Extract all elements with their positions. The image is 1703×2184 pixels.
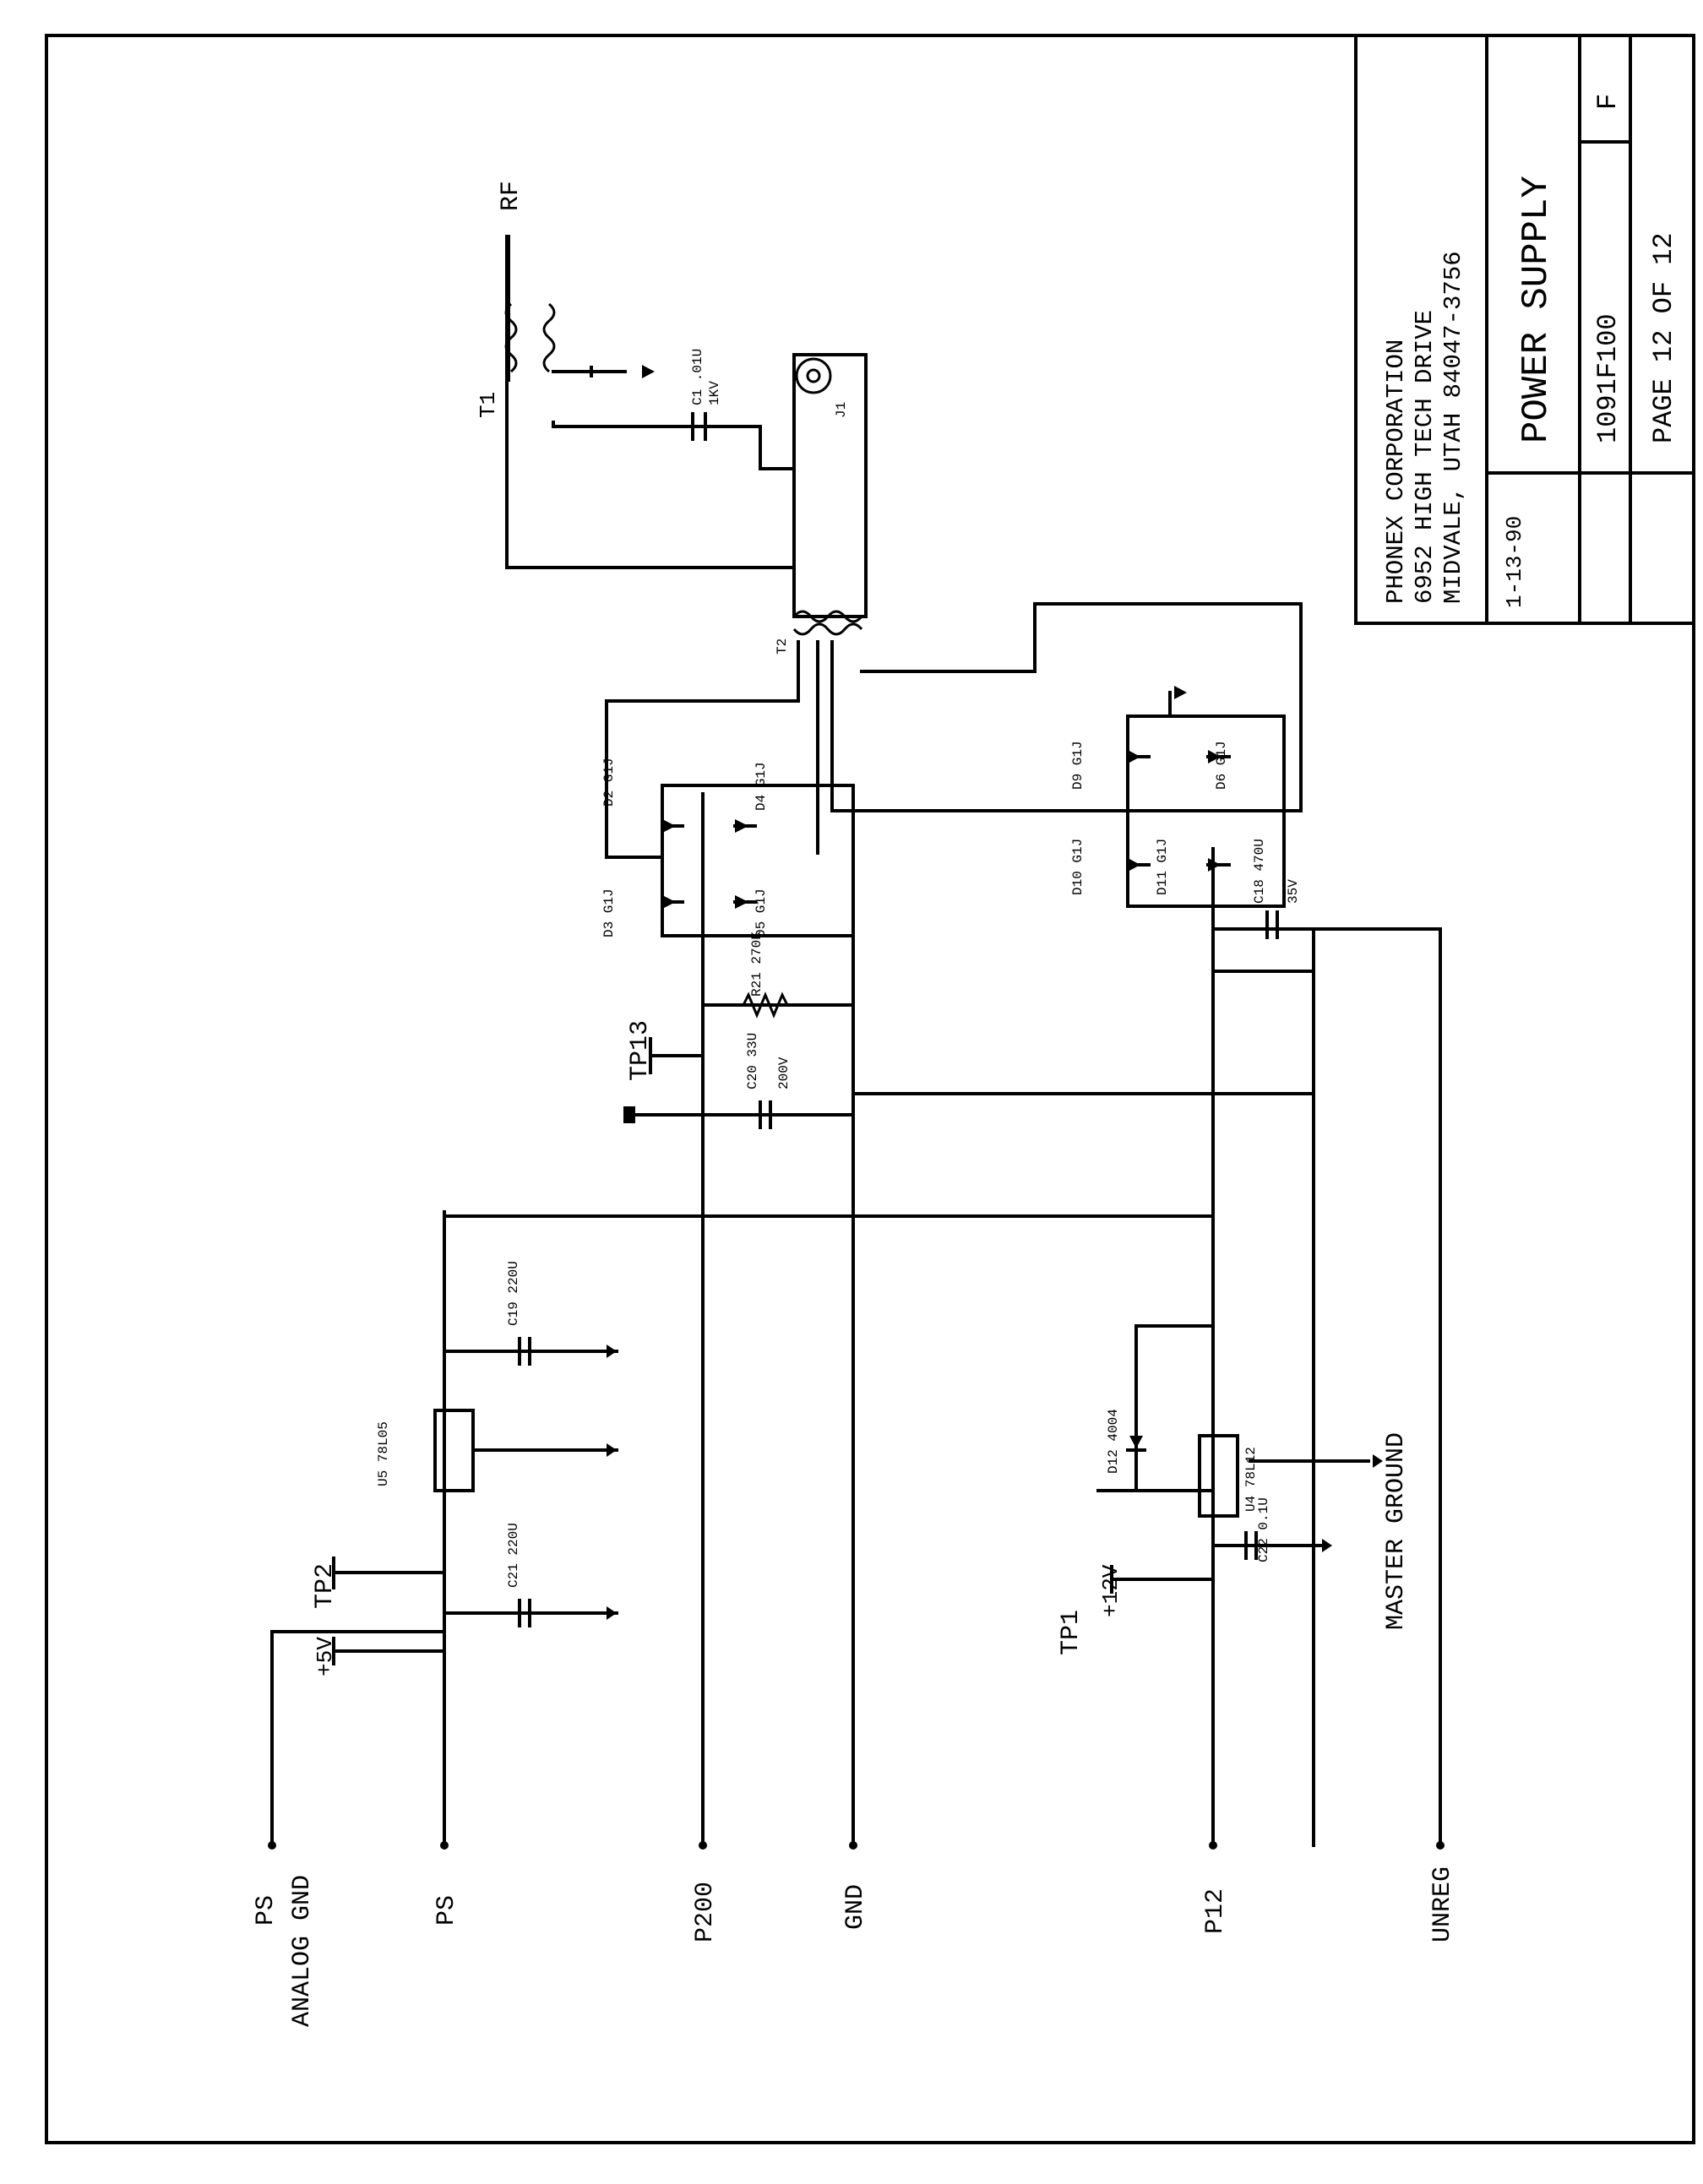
net-p12-label: P12 (1201, 1888, 1230, 1934)
tp2-label: TP2 (311, 1563, 340, 1609)
d12-diode: D12 4004 (1106, 1409, 1145, 1474)
j1-connector-body (794, 355, 866, 617)
revision-letter: F (1592, 94, 1624, 110)
title-block: PHONEX CORPORATION 6952 HIGH TECH DRIVE … (1356, 35, 1694, 623)
drawing-date: 1-13-90 (1502, 516, 1527, 608)
company-name: PHONEX CORPORATION (1382, 340, 1410, 604)
r21-label: R21 270K (749, 932, 764, 997)
j1-jack-symbol: J1 (797, 359, 849, 418)
c22-capacitor: C22 0.1U (1246, 1497, 1332, 1562)
company-city: MIDVALE, UTAH 84047-3756 (1439, 251, 1467, 604)
tp13-label: TP13 (626, 1020, 655, 1081)
u5-label: U5 78L05 (376, 1421, 391, 1486)
drawing-number: 1091F100 (1592, 313, 1624, 443)
d6-label: D6 G1J (1214, 741, 1229, 790)
net-gnd-label: GND (841, 1884, 870, 1930)
c22-label: C22 0.1U (1256, 1497, 1271, 1562)
u4-regulator: U4 78L12 (1200, 1436, 1259, 1516)
c19-label: C19 220U (506, 1261, 521, 1326)
tp2-voltage: +5V (313, 1637, 338, 1676)
d12-label: D12 4004 (1106, 1409, 1121, 1474)
wiring (272, 236, 1368, 1845)
net-ps-analog-label-1: PS (252, 1895, 280, 1926)
c18-label: C18 470U (1252, 839, 1267, 904)
c20-label: C20 33U (745, 1033, 760, 1089)
tp1-voltage: +12V (1098, 1564, 1124, 1617)
ground-arrows-5v (607, 1345, 617, 1620)
d9-label: D9 G1J (1070, 741, 1085, 790)
d10-label: D10 G1J (1070, 839, 1085, 895)
d5-label: D5 G1J (754, 888, 769, 937)
d2-label: D2 G1J (601, 758, 617, 807)
t1-transformer: T1 (476, 304, 655, 426)
tp1-test-point: TP1 +12V (1057, 1564, 1124, 1655)
page-number: PAGE 12 OF 12 (1648, 232, 1679, 443)
t2-label: T2 (775, 638, 790, 655)
c18-rating: 35V (1286, 879, 1301, 904)
net-ps-label: PS (433, 1895, 461, 1926)
c21-capacitor: C21 220U (506, 1523, 530, 1626)
c18-capacitor: C18 470U 35V (1252, 839, 1301, 937)
c1-rating: 1KV (707, 381, 722, 405)
net-p200-label: P200 (691, 1882, 720, 1942)
tp13-test-point: TP13 (623, 1020, 703, 1123)
c1-label: C1 .01U (690, 349, 705, 405)
d3-label: D3 G1J (601, 888, 617, 937)
net-unreg-label: UNREG (1428, 1866, 1457, 1942)
tp2-test-point: TP2 +5V (311, 1558, 340, 1676)
ground-symbol (623, 1106, 635, 1123)
r21-resistor: R21 270K (743, 932, 787, 1015)
net-ps-analog-label-2: ANALOG GND (288, 1875, 317, 2027)
master-ground-label: MASTER GROUND (1382, 1432, 1411, 1630)
company-address: 6952 HIGH TECH DRIVE (1411, 310, 1439, 604)
d4-label: D4 G1J (754, 762, 769, 811)
c19-capacitor: C19 220U (506, 1261, 530, 1364)
rf-label: RF (497, 181, 525, 211)
c21-label: C21 220U (506, 1523, 521, 1588)
d11-label: D11 G1J (1155, 839, 1170, 895)
t1-label: T1 (476, 392, 501, 418)
c20-rating: 200V (776, 1057, 792, 1089)
tp1-label: TP1 (1057, 1610, 1085, 1655)
j1-label: J1 (834, 402, 849, 418)
master-ground: MASTER GROUND (1373, 1432, 1411, 1630)
sheet-title: POWER SUPPLY (1515, 176, 1558, 443)
u5-regulator: U5 78L05 (376, 1410, 473, 1491)
